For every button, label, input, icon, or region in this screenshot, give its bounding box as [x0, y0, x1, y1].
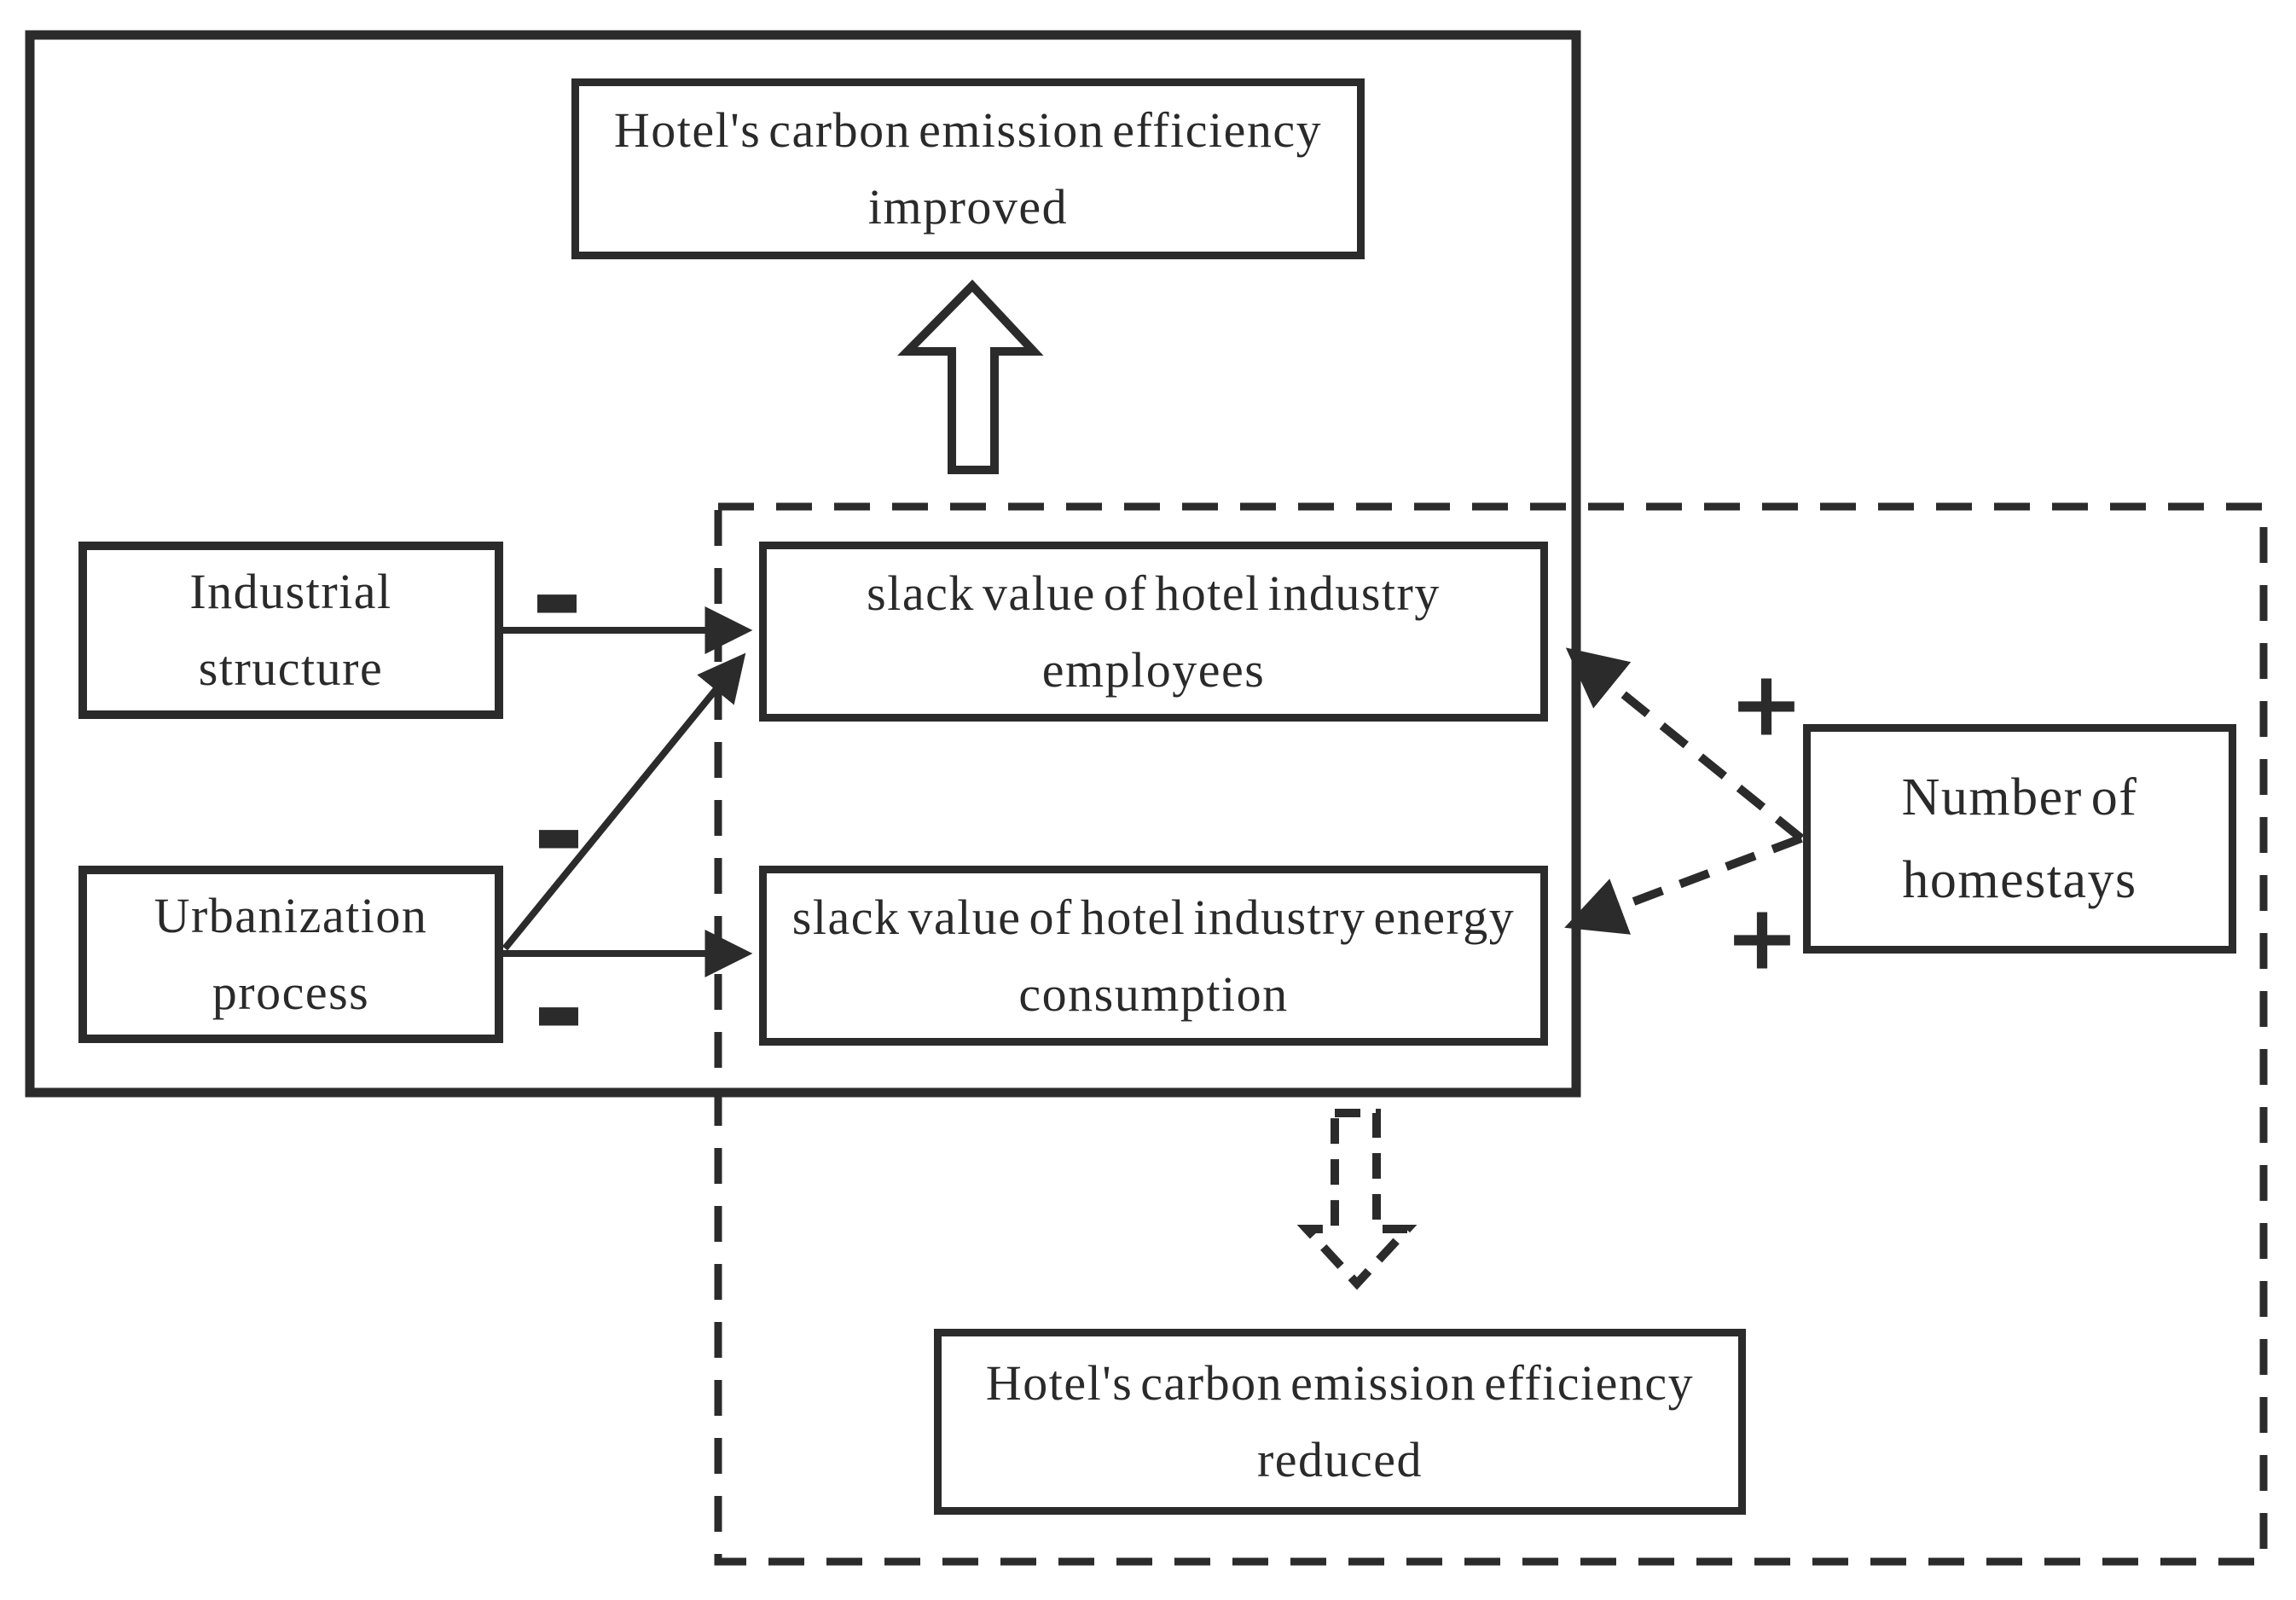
node-industrial-structure: Industrial structure: [78, 542, 503, 719]
dashed-group-frame: [714, 502, 2268, 1566]
solid-group-frame: [25, 30, 1581, 1098]
sign-urbanization-to-energy: -: [531, 936, 586, 1084]
sign-industrial-to-employees: -: [530, 523, 584, 671]
node-label: Industrial structure: [189, 564, 392, 696]
hollow-up-arrow: [897, 279, 1044, 474]
node-label: Hotel's carbon emission efficiency reduc…: [985, 1355, 1695, 1487]
node-label: Urbanization process: [154, 888, 428, 1020]
node-carbon-efficiency-improved: Hotel's carbon emission efficiency impro…: [571, 78, 1365, 259]
node-label: slack value of hotel industry energy con…: [791, 889, 1516, 1022]
sign-homestays-to-energy: +: [1725, 885, 1800, 990]
node-slack-energy-consumption: slack value of hotel industry energy con…: [759, 866, 1548, 1046]
sign-homestays-to-employees: +: [1729, 652, 1804, 757]
node-number-of-homestays: Number of homestays: [1803, 724, 2236, 954]
node-urbanization-process: Urbanization process: [78, 866, 503, 1043]
node-slack-employees: slack value of hotel industry employees: [759, 542, 1548, 722]
sign-urbanization-to-employees: -: [531, 758, 586, 907]
arrow-urbanization-to-employees: [502, 652, 746, 951]
node-label: slack value of hotel industry employees: [867, 565, 1441, 698]
node-carbon-efficiency-reduced: Hotel's carbon emission efficiency reduc…: [934, 1329, 1746, 1515]
arrow-homestays-to-energy: [1564, 834, 1803, 935]
dashed-down-arrow: [1296, 1109, 1418, 1290]
node-label: Number of homestays: [1901, 768, 2138, 909]
node-label: Hotel's carbon emission efficiency impro…: [613, 102, 1323, 235]
